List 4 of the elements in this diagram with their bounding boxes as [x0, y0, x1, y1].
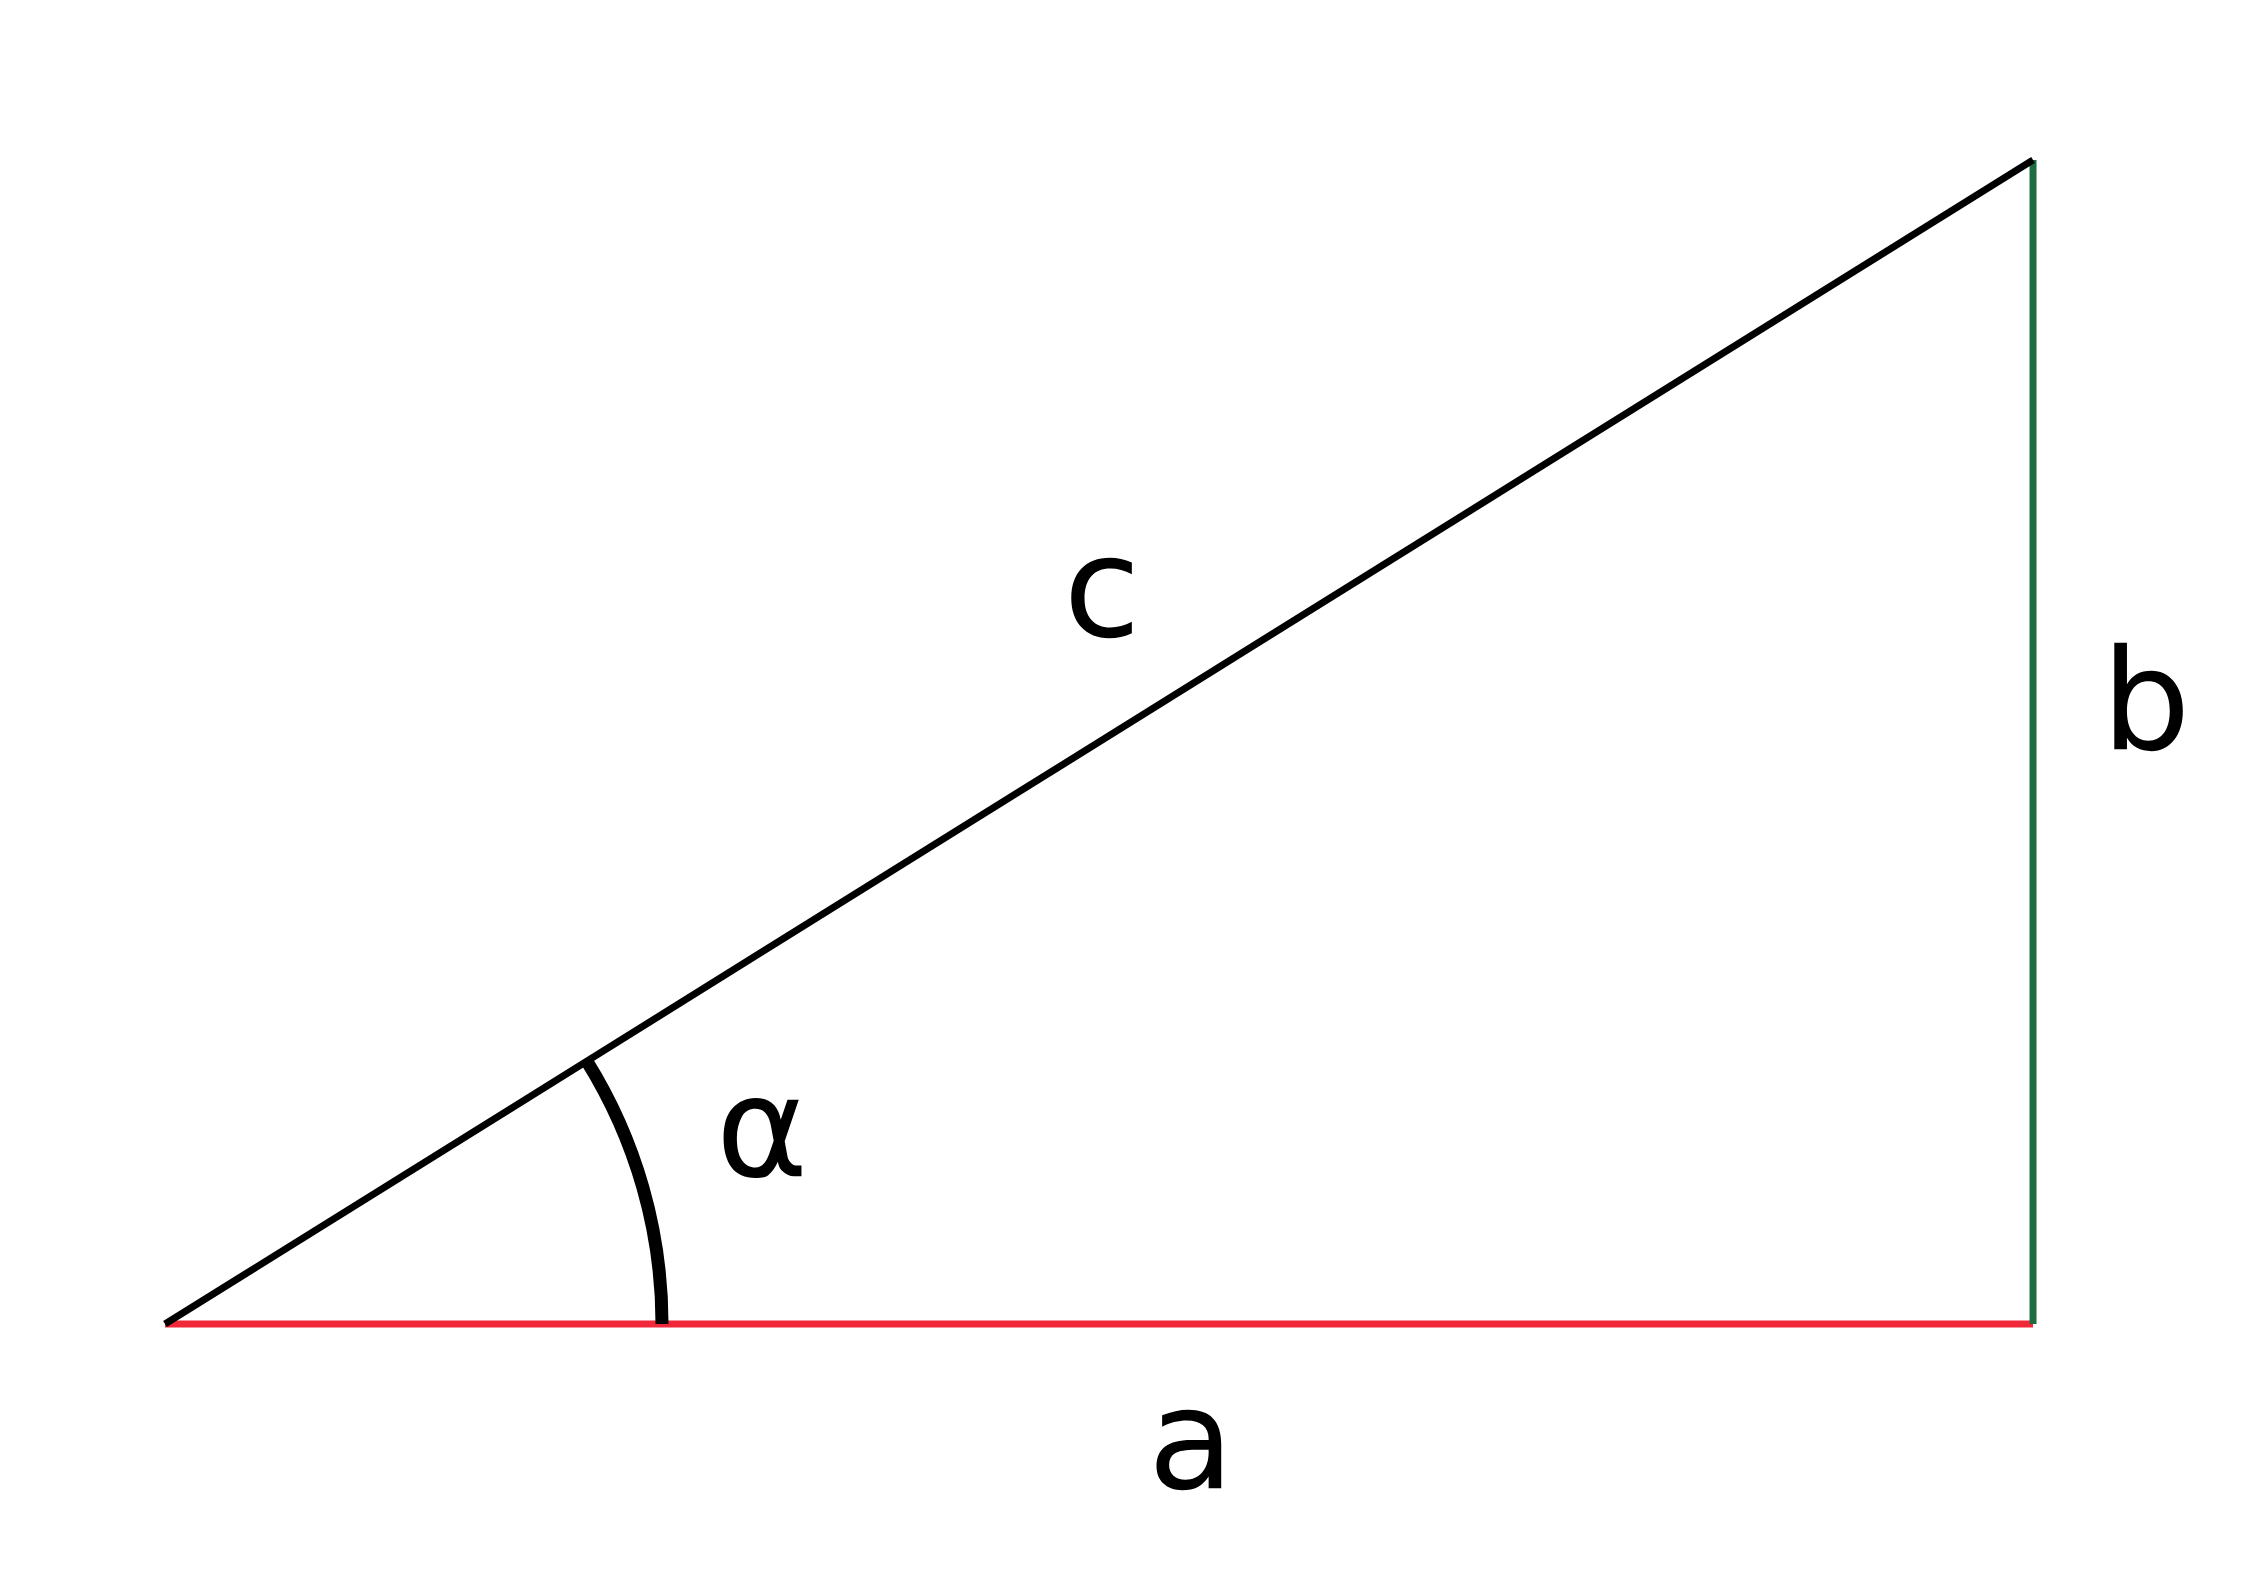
side-label: α [723, 1098, 802, 1178]
side-label: a [1156, 1409, 1222, 1491]
side-label: c [1071, 557, 1132, 639]
side-label: b [2114, 642, 2183, 752]
